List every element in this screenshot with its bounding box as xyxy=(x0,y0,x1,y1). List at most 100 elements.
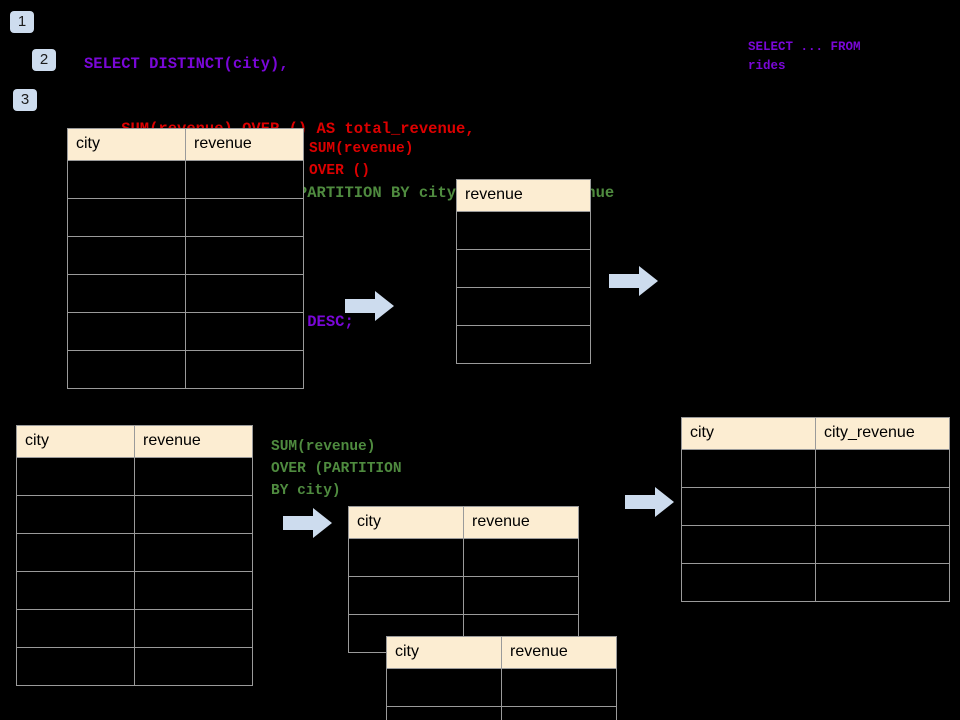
table-header-row: revenue xyxy=(456,179,591,212)
table-total-revenue: revenue xyxy=(456,179,591,364)
table-row xyxy=(67,160,304,199)
table-cell xyxy=(185,350,304,389)
table-cell xyxy=(815,563,950,602)
table-partition-back: city revenue xyxy=(348,506,579,653)
table-cell xyxy=(815,525,950,564)
step-badge-1: 1 xyxy=(10,11,34,33)
table-cell xyxy=(185,274,304,313)
table-row xyxy=(348,576,579,615)
table-header-row: city revenue xyxy=(67,128,304,161)
column-header-revenue: revenue xyxy=(134,425,253,458)
table-row xyxy=(386,668,617,707)
table-row xyxy=(348,538,579,577)
column-header-revenue: revenue xyxy=(456,179,591,212)
table-cell xyxy=(681,525,816,564)
table-cell xyxy=(134,609,253,648)
side-note-select-from: SELECT ... FROM rides xyxy=(748,40,861,73)
step-badge-3: 3 xyxy=(13,89,37,111)
table-cell xyxy=(348,576,464,615)
table-rides-top: city revenue xyxy=(67,128,304,389)
table-cell xyxy=(67,160,186,199)
step-badge-2: 2 xyxy=(32,49,56,71)
column-header-city: city xyxy=(348,506,464,539)
table-row xyxy=(681,563,950,602)
table-row xyxy=(16,609,253,648)
table-cell xyxy=(815,487,950,526)
table-cell xyxy=(16,533,135,572)
table-cell xyxy=(386,668,502,707)
table-row xyxy=(681,487,950,526)
table-row xyxy=(67,312,304,351)
table-cell xyxy=(134,571,253,610)
table-cell xyxy=(463,576,579,615)
column-header-revenue: revenue xyxy=(185,128,304,161)
column-header-city-revenue: city_revenue xyxy=(815,417,950,450)
table-row xyxy=(456,287,591,326)
column-header-city: city xyxy=(16,425,135,458)
table-header-row: city revenue xyxy=(386,636,617,669)
table-rides-bottom: city revenue xyxy=(16,425,253,686)
table-row xyxy=(67,198,304,237)
table-cell xyxy=(67,236,186,275)
column-header-revenue: revenue xyxy=(463,506,579,539)
table-row xyxy=(456,211,591,250)
table-cell xyxy=(456,249,591,288)
table-header-row: city revenue xyxy=(348,506,579,539)
table-cell xyxy=(456,211,591,250)
table-cell xyxy=(134,533,253,572)
table-row xyxy=(67,350,304,389)
arrow-right-icon-top-left xyxy=(345,291,394,321)
table-cell xyxy=(67,274,186,313)
table-row xyxy=(16,647,253,686)
column-header-city: city xyxy=(386,636,502,669)
table-row xyxy=(16,533,253,572)
table-cell xyxy=(185,160,304,199)
table-cell xyxy=(185,198,304,237)
table-header-row: city city_revenue xyxy=(681,417,950,450)
table-cell xyxy=(134,457,253,496)
table-cell xyxy=(681,563,816,602)
column-header-city: city xyxy=(67,128,186,161)
table-row xyxy=(456,325,591,364)
table-cell xyxy=(681,449,816,488)
table-cell xyxy=(185,312,304,351)
table-cell xyxy=(16,571,135,610)
annotation-sum-over-empty: SUM(revenue) OVER () xyxy=(309,141,414,179)
table-cell xyxy=(16,609,135,648)
table-partition-front: city revenue xyxy=(386,636,617,720)
table-cell xyxy=(16,647,135,686)
table-cell xyxy=(463,538,579,577)
table-cell xyxy=(386,706,502,720)
table-row xyxy=(386,706,617,720)
table-cell xyxy=(16,457,135,496)
table-row xyxy=(16,571,253,610)
table-cell xyxy=(815,449,950,488)
table-row xyxy=(16,495,253,534)
table-row xyxy=(67,236,304,275)
column-header-revenue: revenue xyxy=(501,636,617,669)
table-header-row: city revenue xyxy=(16,425,253,458)
table-cell xyxy=(67,350,186,389)
sql-line-select: SELECT DISTINCT(city), xyxy=(84,55,289,73)
table-row xyxy=(456,249,591,288)
arrow-right-icon-bottom-right xyxy=(625,487,674,517)
table-cell xyxy=(134,495,253,534)
table-cell xyxy=(67,312,186,351)
table-row xyxy=(16,457,253,496)
table-cell xyxy=(134,647,253,686)
table-cell xyxy=(67,198,186,237)
table-cell xyxy=(456,287,591,326)
table-row xyxy=(681,449,950,488)
arrow-right-icon-bottom-left xyxy=(283,508,332,538)
table-row xyxy=(681,525,950,564)
table-city-revenue: city city_revenue xyxy=(681,417,950,602)
table-cell xyxy=(681,487,816,526)
annotation-sum-over-partition: SUM(revenue) OVER (PARTITION BY city) xyxy=(271,439,402,499)
table-cell xyxy=(501,668,617,707)
table-row xyxy=(67,274,304,313)
table-cell xyxy=(501,706,617,720)
column-header-city: city xyxy=(681,417,816,450)
table-cell xyxy=(348,538,464,577)
table-cell xyxy=(456,325,591,364)
